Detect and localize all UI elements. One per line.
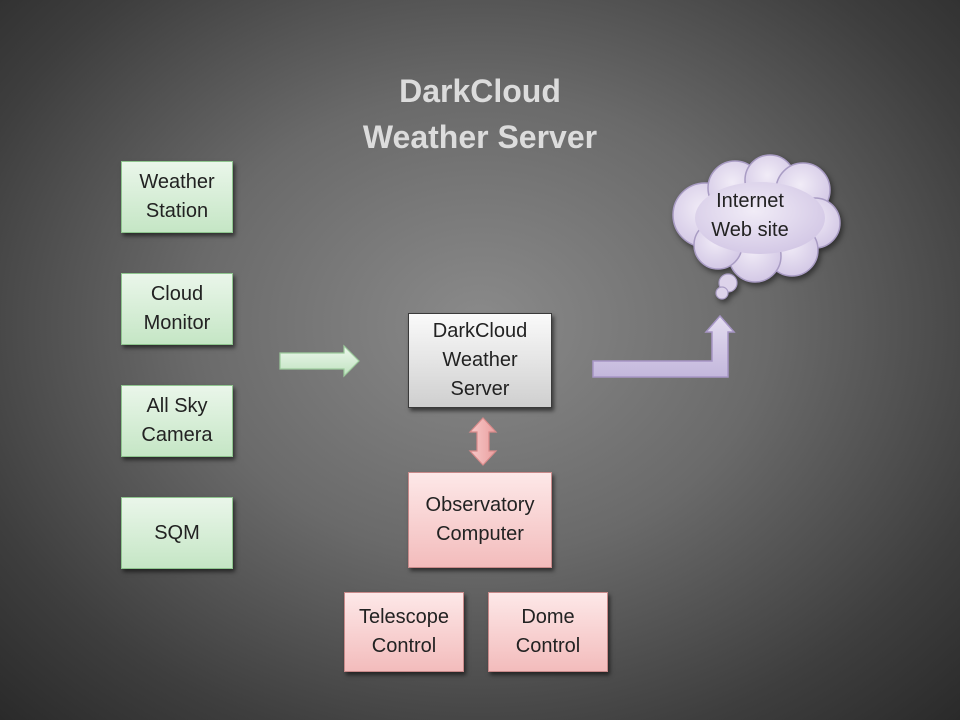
- input-arrow: [279, 344, 360, 378]
- internet-web-site-label: Internet Web site: [711, 190, 789, 241]
- observatory-computer-box: Observatory Computer: [408, 472, 552, 568]
- bidirectional-arrow: [468, 417, 498, 466]
- title-line-2: Weather Server: [362, 119, 598, 155]
- title-line-1: DarkCloud: [399, 73, 561, 109]
- dome-control-box: Dome Control: [488, 592, 608, 672]
- cloud-icon: [672, 154, 841, 300]
- upload-arrow: [592, 314, 736, 378]
- all-sky-camera-box: All Sky Camera: [121, 385, 233, 457]
- darkcloud-weather-server-box: DarkCloud Weather Server: [408, 313, 552, 408]
- sqm-box: SQM: [121, 497, 233, 569]
- cloud-monitor-box: Cloud Monitor: [121, 273, 233, 345]
- telescope-control-box: Telescope Control: [344, 592, 464, 672]
- weather-station-box: Weather Station: [121, 161, 233, 233]
